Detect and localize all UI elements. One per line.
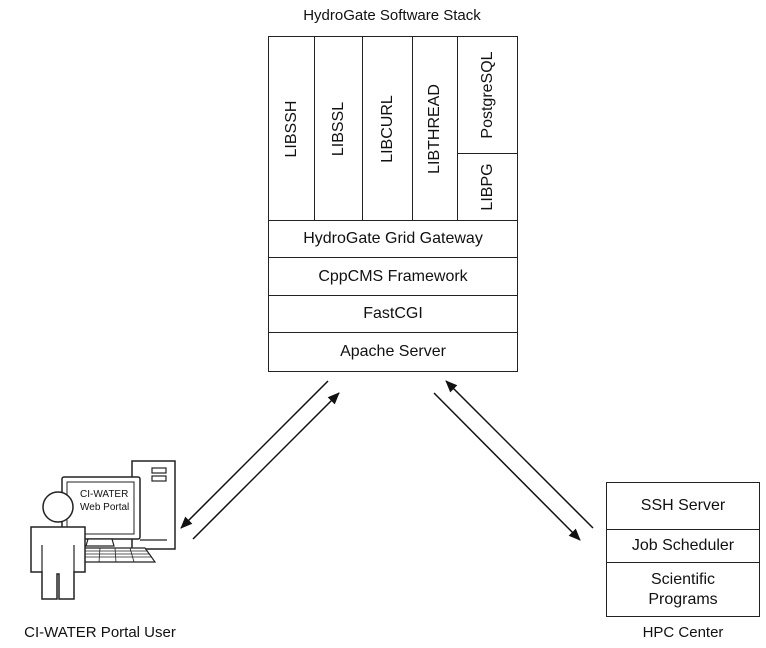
hpc-ssh-server: SSH Server: [607, 483, 759, 529]
hpc-row-label: SSH Server: [640, 497, 726, 514]
lib-column-libssl: LIBSSL: [315, 37, 363, 220]
lib-column-libthread: LIBTHREAD: [413, 37, 458, 220]
arrow-to-user: [180, 380, 329, 529]
person-icon: [30, 491, 86, 600]
hpc-center-box: SSH Server Job Scheduler Scientific Prog…: [606, 482, 760, 617]
lib-column-libssh: LIBSSH: [269, 37, 315, 220]
software-stack: LIBSSH LIBSSL LIBCURL LIBTHREAD PostgreS…: [268, 36, 518, 372]
hpc-caption: HPC Center: [642, 624, 724, 641]
layer-grid-gateway: HydroGate Grid Gateway: [269, 220, 517, 257]
arrow-to-stack-right: [445, 380, 594, 529]
hpc-row-label: Job Scheduler: [631, 537, 735, 554]
layer-label: FastCGI: [363, 305, 423, 322]
monitor-screen-text-2: Web Portal: [80, 502, 130, 513]
hpc-job-scheduler: Job Scheduler: [607, 529, 759, 563]
stack-title: HydroGate Software Stack: [303, 7, 481, 24]
hpc-scientific-programs: Scientific Programs: [607, 563, 759, 616]
layer-apache: Apache Server: [269, 332, 517, 371]
monitor-icon: [61, 476, 141, 547]
layer-label: Apache Server: [340, 343, 446, 360]
libpg-cell: LIBPG: [458, 153, 517, 220]
lib-column-libcurl: LIBCURL: [363, 37, 413, 220]
layer-cppcms: CppCMS Framework: [269, 257, 517, 295]
layer-label: HydroGate Grid Gateway: [303, 230, 483, 247]
arrow-to-stack-left: [192, 392, 340, 540]
hpc-row-label: Scientific: [650, 570, 716, 588]
layer-label: CppCMS Framework: [318, 267, 468, 285]
hpc-row-label: Programs: [648, 590, 718, 608]
user-caption: CI-WATER Portal User: [24, 624, 176, 641]
arrow-to-hpc: [433, 392, 581, 541]
monitor-screen-text-1: CI-WATER: [80, 489, 129, 500]
layer-fastcgi: FastCGI: [269, 295, 517, 332]
